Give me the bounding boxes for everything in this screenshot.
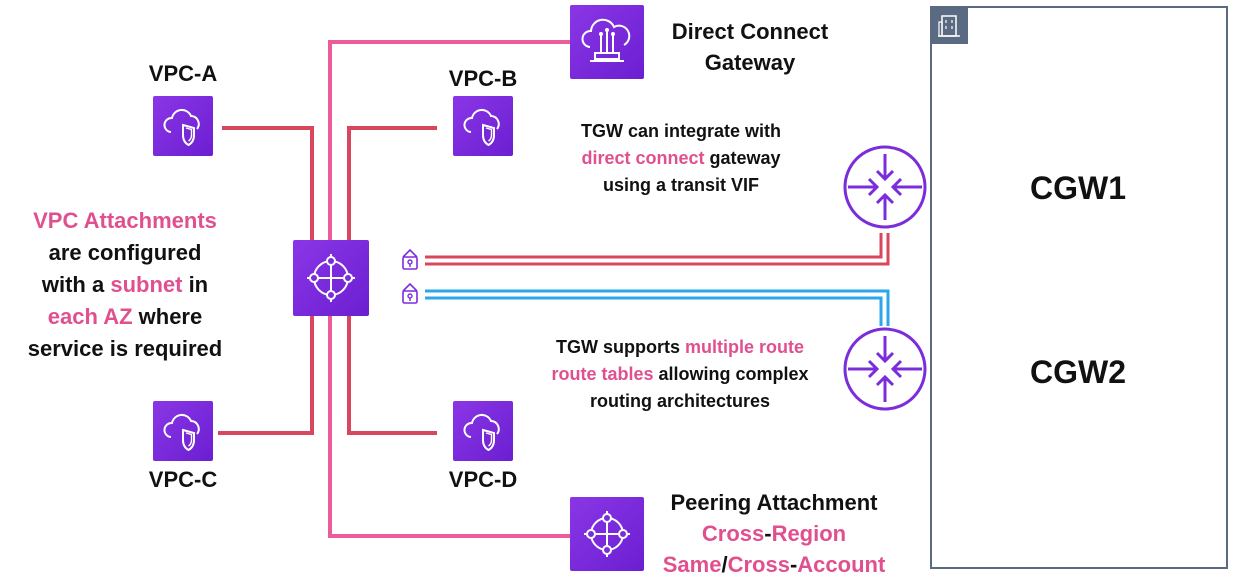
note-highlight: Cross bbox=[727, 552, 790, 577]
dx-gateway-link bbox=[328, 40, 570, 240]
note-text: routing architectures bbox=[589, 391, 771, 411]
note-text: allowing complex bbox=[653, 364, 809, 384]
padlock-icon bbox=[402, 248, 418, 270]
note-text: TGW can integrate with bbox=[580, 121, 781, 141]
note-highlight: Account bbox=[797, 552, 886, 577]
transit-gateway-icon bbox=[584, 511, 630, 557]
transit-gateway-icon bbox=[307, 254, 355, 302]
note-text: - bbox=[764, 521, 772, 546]
dx-gateway-label-line1: Direct Connect bbox=[671, 19, 829, 44]
dx-gateway-label-line2: Gateway bbox=[704, 50, 796, 75]
note-highlight: Cross bbox=[701, 521, 765, 546]
cgw2-label: CGW2 bbox=[1030, 354, 1126, 390]
note-text: service is required bbox=[27, 336, 223, 361]
peering-attachment-label: Peering Attachment Cross-Region Same/Cro… bbox=[646, 487, 902, 580]
vpc-a-tile[interactable] bbox=[153, 96, 213, 156]
vpc-d-label: VPC-D bbox=[448, 467, 518, 492]
note-highlight: multiple route bbox=[684, 337, 804, 357]
note-highlight: route tables bbox=[551, 364, 654, 384]
note-text: gateway bbox=[704, 148, 781, 168]
note-highlight: VPC Attachments bbox=[33, 208, 217, 233]
cloud-shield-icon bbox=[163, 108, 200, 147]
dx-integration-note: TGW can integrate with direct connect ga… bbox=[550, 118, 812, 199]
vpn-link-cgw1 bbox=[425, 233, 890, 266]
note-highlight: Same bbox=[662, 552, 722, 577]
note-text: / bbox=[721, 552, 728, 577]
note-text: where bbox=[132, 304, 203, 329]
note-text: are configured bbox=[48, 240, 202, 265]
vpc-c-label: VPC-C bbox=[148, 467, 218, 492]
cloud-shield-icon bbox=[163, 413, 200, 452]
transit-gateway-tile[interactable] bbox=[293, 240, 369, 316]
cgw1-label: CGW1 bbox=[1030, 170, 1126, 206]
vpc-a-label: VPC-A bbox=[148, 61, 218, 86]
vpc-b-label: VPC-B bbox=[448, 66, 518, 91]
note-highlight: Region bbox=[771, 521, 847, 546]
peering-title: Peering Attachment bbox=[670, 490, 878, 515]
vpc-c-tile[interactable] bbox=[153, 401, 213, 461]
direct-connect-gateway-tile[interactable] bbox=[570, 5, 644, 79]
padlock-icon bbox=[402, 282, 418, 304]
vpc-d-tile[interactable] bbox=[453, 401, 513, 461]
note-highlight: direct connect bbox=[581, 148, 705, 168]
vpc-attachments-note: VPC Attachments are configured with a su… bbox=[0, 205, 250, 365]
direct-connect-gateway-icon bbox=[581, 18, 631, 62]
note-text: TGW supports bbox=[555, 337, 685, 357]
note-text: in bbox=[182, 272, 209, 297]
vpc-d-link bbox=[347, 316, 437, 435]
peering-link bbox=[328, 316, 570, 538]
vpn-link-cgw2 bbox=[425, 289, 890, 326]
building-icon bbox=[930, 6, 968, 44]
cloud-shield-icon bbox=[463, 413, 500, 452]
peering-attachment-tile[interactable] bbox=[570, 497, 644, 571]
cloud-shield-icon bbox=[463, 108, 500, 147]
vpc-b-tile[interactable] bbox=[453, 96, 513, 156]
router-icon[interactable] bbox=[842, 326, 928, 412]
vpc-a-link bbox=[222, 126, 314, 240]
note-text: - bbox=[789, 552, 798, 577]
dx-gateway-label: Direct Connect Gateway bbox=[650, 16, 850, 78]
router-icon[interactable] bbox=[842, 144, 928, 230]
note-highlight: subnet bbox=[110, 272, 183, 297]
note-text: using a transit VIF bbox=[602, 175, 760, 195]
note-highlight: each AZ bbox=[47, 304, 133, 329]
vpc-b-link bbox=[347, 126, 437, 240]
note-text: with a bbox=[41, 272, 111, 297]
vpc-c-link bbox=[218, 316, 314, 435]
on-premises-box bbox=[930, 6, 1228, 569]
route-tables-note: TGW supports multiple route route tables… bbox=[520, 334, 840, 415]
